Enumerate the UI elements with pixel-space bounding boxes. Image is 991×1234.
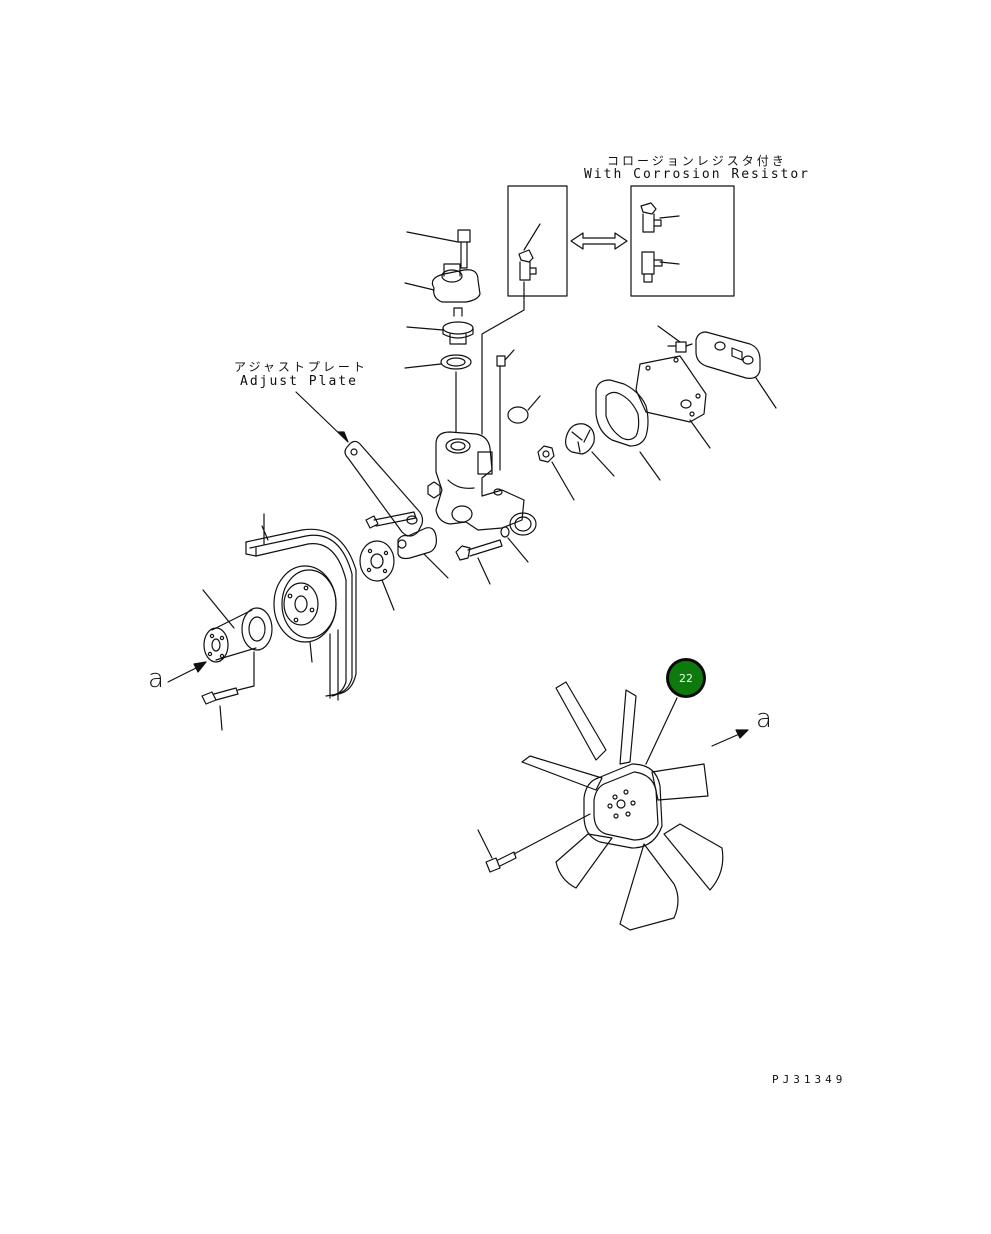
thermostat-seal xyxy=(405,355,471,432)
exchange-arrow xyxy=(571,233,627,249)
adjust-plate-label-en: Adjust Plate xyxy=(240,374,358,389)
part-number-badge[interactable]: 22 xyxy=(667,659,705,697)
adjust-plate-label-jp: アジャストプレート xyxy=(234,360,368,374)
corrosion-label-en: With Corrosion Resistor xyxy=(584,167,811,182)
v-belt xyxy=(246,514,356,700)
thermostat-cover xyxy=(405,264,480,302)
adjust-plate xyxy=(296,392,423,536)
bolt-thermostat-cover xyxy=(407,230,470,268)
pump-pulley-hub xyxy=(360,541,394,610)
corrosion-box-right xyxy=(631,186,734,296)
impeller-nut xyxy=(538,446,574,500)
fan-spacer xyxy=(203,590,272,662)
bolt-adjust xyxy=(366,512,416,528)
gasket-housing xyxy=(596,380,660,480)
spacer-sleeve xyxy=(398,528,448,578)
gasket-small xyxy=(501,527,528,562)
o-ring xyxy=(508,396,540,423)
bolt-long xyxy=(456,540,502,584)
rear-plate xyxy=(636,356,710,448)
impeller xyxy=(566,424,614,476)
view-marker-left: a xyxy=(148,664,164,694)
crank-pulley xyxy=(274,566,336,662)
corrosion-label-jp: コロージョンレジスタ付き xyxy=(607,154,787,168)
gasket-rear xyxy=(696,332,776,408)
bolt-fan xyxy=(478,814,590,872)
cooling-fan xyxy=(522,682,723,930)
thermostat xyxy=(407,308,473,344)
nut-adjust xyxy=(428,482,440,498)
bolt-spacer xyxy=(202,652,254,730)
bolt-rear xyxy=(658,326,692,352)
corrosion-box-left xyxy=(508,186,567,296)
drawing-id: PJ31349 xyxy=(772,1073,847,1086)
badge-leader xyxy=(646,698,677,764)
view-marker-right: a xyxy=(756,704,772,734)
view-arrow-left xyxy=(168,662,206,682)
leader-resistor xyxy=(482,296,524,434)
plug-small xyxy=(497,350,514,470)
water-pump-housing xyxy=(436,432,536,535)
view-arrow-right xyxy=(712,730,748,746)
